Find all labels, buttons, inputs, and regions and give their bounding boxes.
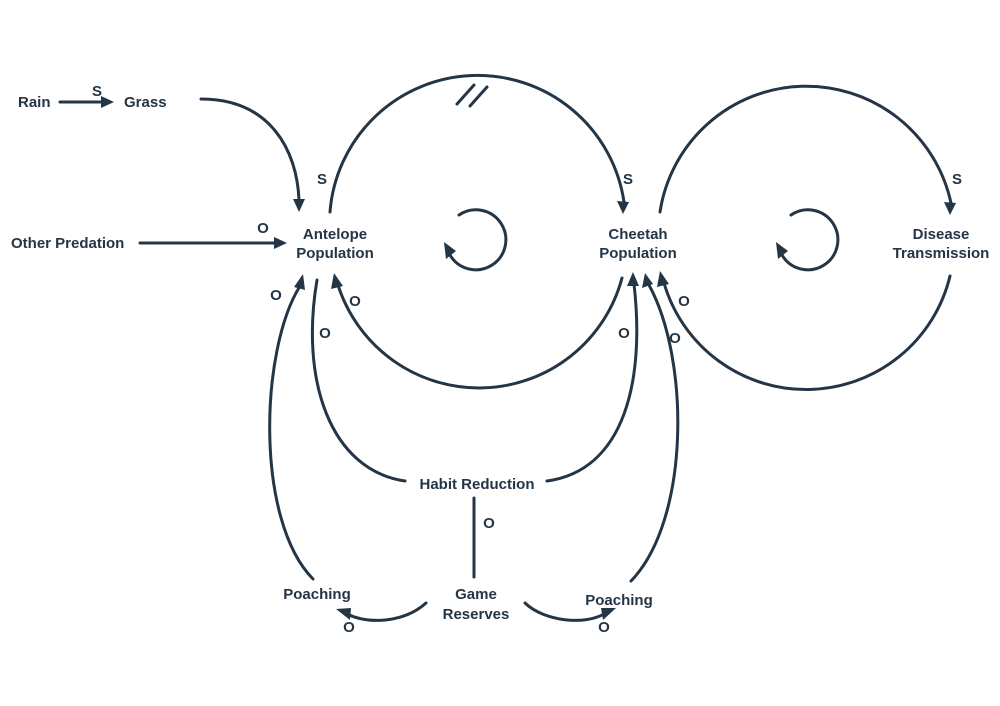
polarity-habit-cheetah: O bbox=[618, 325, 630, 342]
node-disease-transmission-line2: Transmission bbox=[893, 245, 990, 262]
node-game-reserves-line1: Game bbox=[455, 586, 497, 603]
node-game-reserves-line2: Reserves bbox=[443, 606, 510, 623]
polarity-poaching-cheetah: O bbox=[669, 330, 681, 347]
node-other-predation: Other Predation bbox=[11, 235, 124, 252]
loop-icon-left bbox=[444, 208, 508, 272]
link-other-predation-antelope bbox=[138, 237, 287, 249]
polarity-habit-antelope: O bbox=[319, 325, 331, 342]
link-grass-antelope bbox=[199, 97, 305, 212]
node-antelope-population-line1: Antelope bbox=[303, 226, 367, 243]
link-antelope-cheetah bbox=[328, 73, 629, 214]
node-poaching-right: Poaching bbox=[585, 592, 653, 609]
link-habit-cheetah bbox=[545, 272, 639, 483]
link-cheetah-antelope bbox=[331, 273, 624, 390]
node-rain: Rain bbox=[18, 94, 51, 111]
link-habit-antelope bbox=[310, 278, 407, 483]
link-reserves-poaching-right bbox=[523, 601, 616, 622]
polarity-disease-cheetah: O bbox=[678, 293, 690, 310]
polarity-reserves-poaching-left: O bbox=[343, 619, 355, 636]
polarity-grass-antelope: S bbox=[317, 171, 327, 188]
polarity-cheetah-disease: S bbox=[952, 171, 962, 188]
link-poaching-antelope bbox=[268, 274, 315, 581]
link-cheetah-disease bbox=[658, 84, 956, 215]
polarity-antelope-cheetah: S bbox=[623, 171, 633, 188]
delay-mark bbox=[455, 83, 489, 108]
node-disease-transmission-line1: Disease bbox=[913, 226, 970, 243]
polarity-cheetah-antelope: O bbox=[349, 293, 361, 310]
polarity-rain-grass: S bbox=[92, 83, 102, 100]
link-reserves-poaching-left bbox=[336, 601, 428, 622]
node-habit-reduction: Habit Reduction bbox=[420, 476, 535, 493]
node-cheetah-population-line1: Cheetah bbox=[608, 226, 667, 243]
polarity-reserves-poaching-right: O bbox=[598, 619, 610, 636]
link-poaching-cheetah bbox=[629, 273, 680, 583]
polarity-other-predation-antelope: O bbox=[257, 220, 269, 237]
polarity-poaching-antelope: O bbox=[270, 287, 282, 304]
link-rain-grass bbox=[58, 96, 114, 108]
node-grass: Grass bbox=[124, 94, 167, 111]
node-cheetah-population-line2: Population bbox=[599, 245, 677, 262]
node-poaching-left: Poaching bbox=[283, 586, 351, 603]
loop-icon-right bbox=[776, 208, 840, 272]
node-antelope-population-line2: Population bbox=[296, 245, 374, 262]
polarity-reserves-habit: O bbox=[483, 515, 495, 532]
link-disease-cheetah bbox=[657, 271, 952, 392]
